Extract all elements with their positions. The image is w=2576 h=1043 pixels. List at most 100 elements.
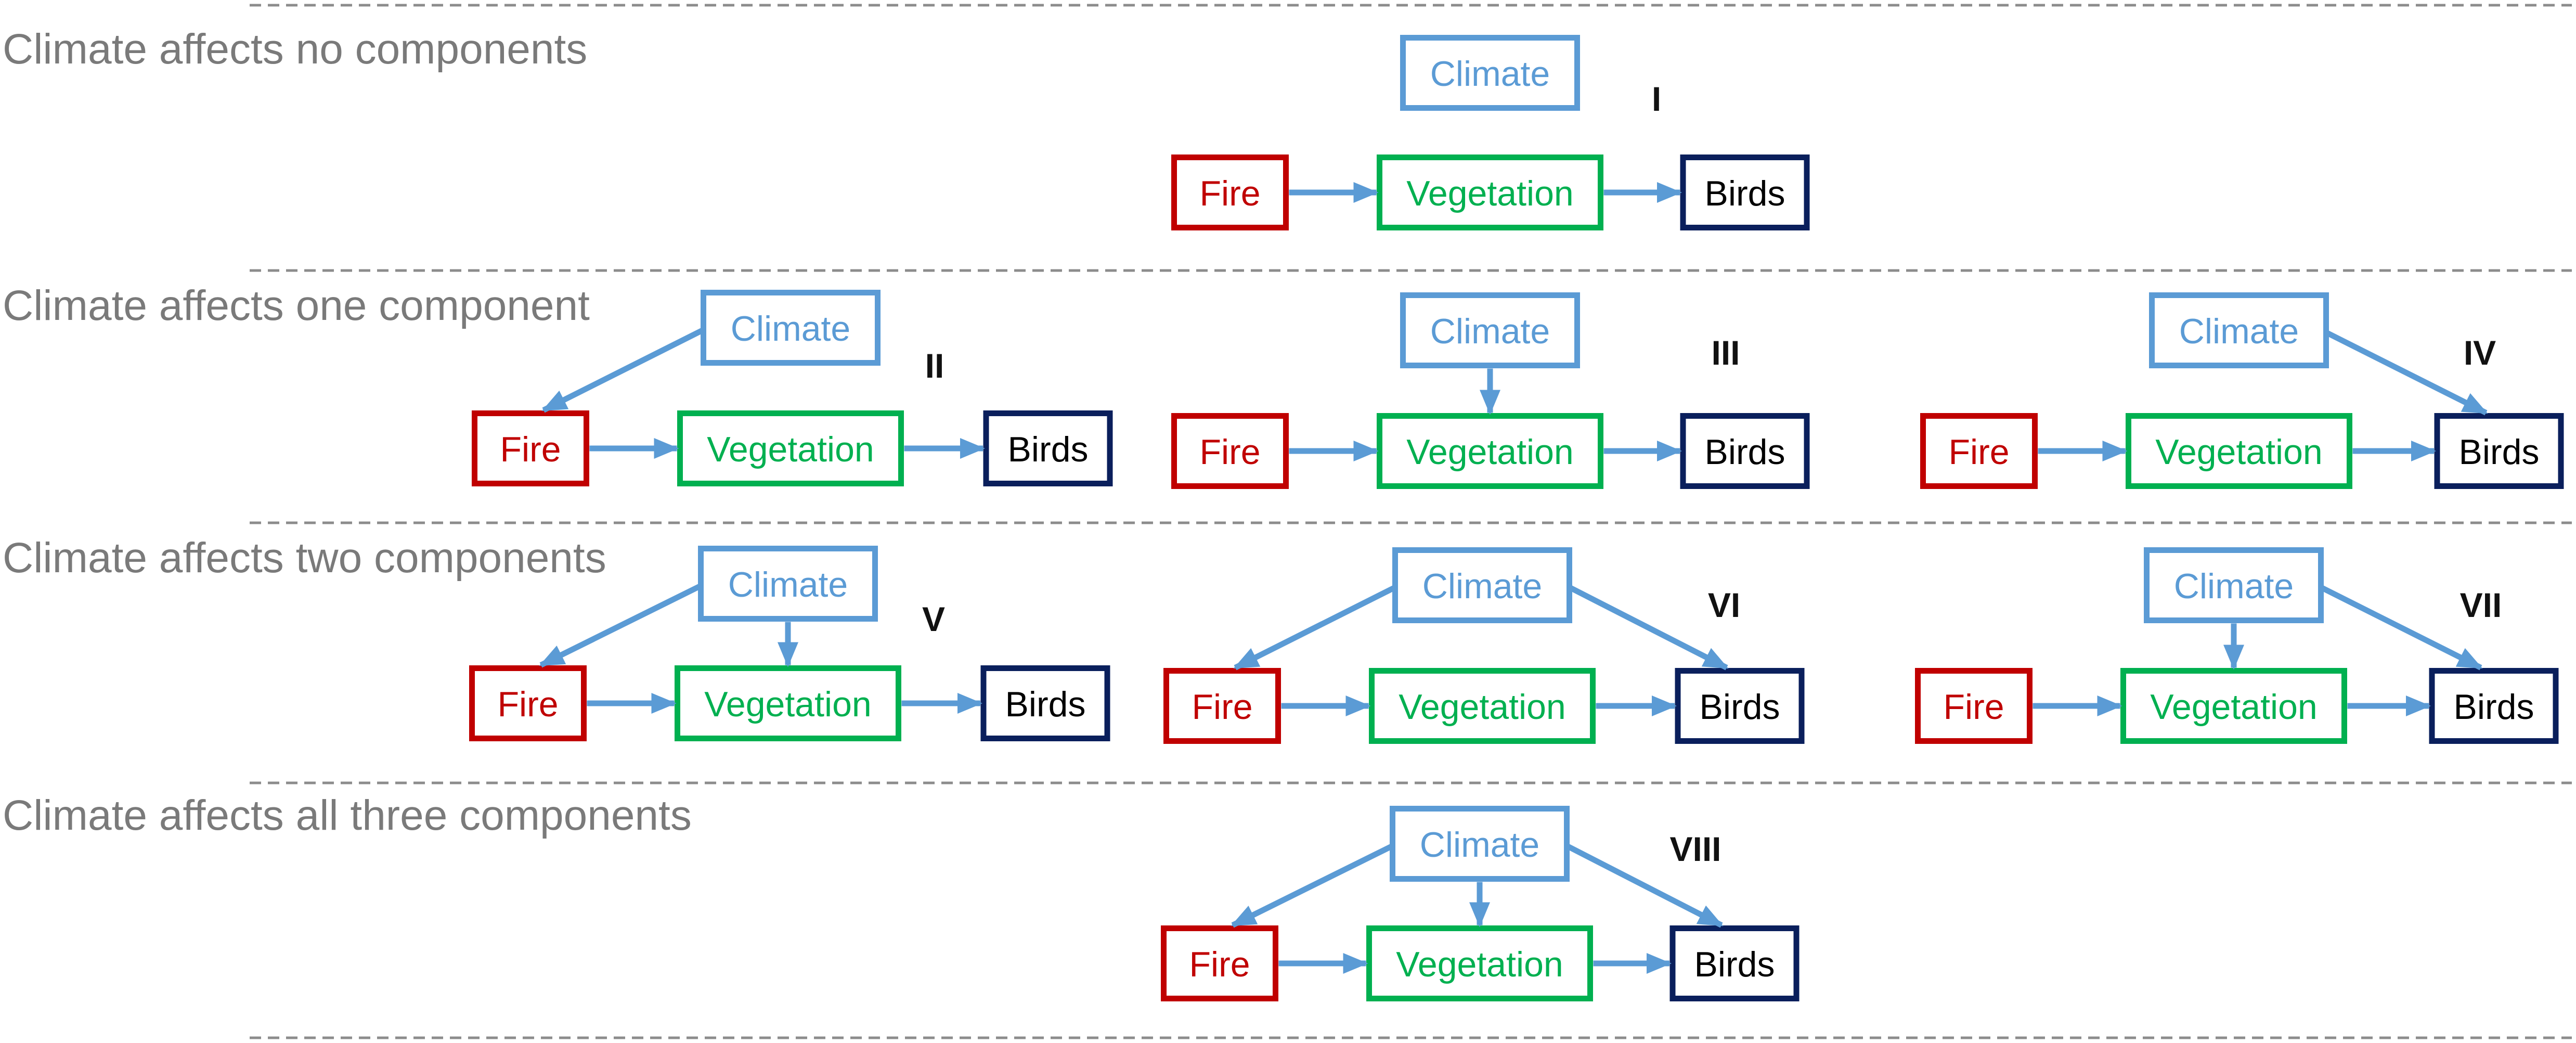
node-birds-i: Birds: [1680, 154, 1810, 230]
node-climate-label: Climate: [1430, 54, 1550, 94]
section-title-none: Climate affects no components: [3, 25, 587, 73]
node-fire-label: Fire: [500, 430, 561, 469]
node-fire-ii: Fire: [472, 410, 589, 486]
node-climate-viii: Climate: [1390, 806, 1570, 882]
node-climate-box: [698, 546, 878, 622]
diagram-label-iii: III: [1711, 333, 1740, 372]
node-vegetation-vi: Vegetation: [1369, 668, 1596, 744]
node-fire-viii: Fire: [1161, 925, 1278, 1001]
node-fire-label: Fire: [1943, 687, 2004, 727]
node-fire-box: [1163, 668, 1281, 744]
section-title-three: Climate affects all three components: [3, 792, 692, 839]
edge-climate-to-fire: [1233, 585, 1395, 671]
node-birds-iii: Birds: [1680, 413, 1810, 489]
node-birds-box: [1680, 154, 1810, 230]
node-birds-box: [1675, 668, 1805, 744]
node-vegetation-iii: Vegetation: [1377, 413, 1603, 489]
node-birds-box: [1669, 925, 1800, 1001]
node-birds-box: [1680, 413, 1810, 489]
node-fire-iv: Fire: [1920, 413, 2038, 489]
node-vegetation-viii: Vegetation: [1366, 925, 1593, 1001]
diagram-label-i: I: [1652, 80, 1661, 118]
node-fire-box: [472, 410, 589, 486]
node-climate-box: [2144, 547, 2324, 623]
node-fire-label: Fire: [497, 685, 558, 724]
node-vegetation-box: [1377, 413, 1603, 489]
node-climate-v: Climate: [698, 546, 878, 622]
node-birds-box: [983, 410, 1113, 486]
node-fire-v: Fire: [469, 665, 587, 741]
node-climate-box: [701, 290, 881, 366]
node-birds-label: Birds: [1700, 687, 1780, 727]
node-birds-iv: Birds: [2434, 413, 2564, 489]
node-birds-v: Birds: [980, 665, 1110, 741]
node-fire-label: Fire: [1189, 945, 1250, 984]
node-fire-i: Fire: [1171, 154, 1289, 230]
node-vegetation-label: Vegetation: [707, 430, 874, 469]
node-climate-vii: Climate: [2144, 547, 2324, 623]
node-climate-label: Climate: [731, 309, 851, 349]
node-vegetation-label: Vegetation: [1406, 432, 1573, 472]
edge-climate-to-fire: [1231, 844, 1393, 928]
node-birds-vi: Birds: [1675, 668, 1805, 744]
node-fire-label: Fire: [1192, 687, 1252, 727]
node-climate-label: Climate: [2179, 312, 2299, 351]
section-title-two: Climate affects two components: [3, 534, 606, 582]
node-birds-vii: Birds: [2429, 668, 2559, 744]
diagram-label-iv: IV: [2464, 333, 2496, 372]
edge-climate-to-birds: [1566, 844, 1724, 928]
node-climate-box: [1390, 806, 1570, 882]
node-birds-label: Birds: [2454, 687, 2534, 727]
node-climate-vi: Climate: [1392, 547, 1572, 623]
node-birds-viii: Birds: [1669, 925, 1800, 1001]
node-birds-ii: Birds: [983, 410, 1113, 486]
node-birds-label: Birds: [1705, 432, 1785, 472]
node-climate-label: Climate: [1430, 312, 1550, 351]
node-climate-box: [1400, 35, 1580, 111]
node-vegetation-vii: Vegetation: [2120, 668, 2347, 744]
node-climate-label: Climate: [1420, 825, 1540, 865]
edge-climate-to-birds: [2326, 330, 2488, 416]
node-birds-label: Birds: [1008, 430, 1089, 469]
node-birds-label: Birds: [2459, 432, 2540, 472]
node-vegetation-v: Vegetation: [675, 665, 901, 741]
node-vegetation-box: [2120, 668, 2347, 744]
node-vegetation-label: Vegetation: [704, 685, 871, 724]
node-vegetation-box: [1369, 668, 1596, 744]
diagram-label-vii: VII: [2460, 586, 2502, 624]
node-fire-box: [1161, 925, 1278, 1001]
node-climate-label: Climate: [728, 565, 848, 604]
node-fire-vi: Fire: [1163, 668, 1281, 744]
edge-climate-to-fire: [541, 328, 704, 413]
node-vegetation-box: [1377, 154, 1603, 230]
node-vegetation-box: [677, 410, 904, 486]
node-vegetation-ii: Vegetation: [677, 410, 904, 486]
node-fire-box: [1920, 413, 2038, 489]
node-birds-label: Birds: [1005, 685, 1086, 724]
node-birds-label: Birds: [1705, 174, 1785, 213]
node-climate-box: [1400, 292, 1580, 368]
node-fire-iii: Fire: [1171, 413, 1289, 489]
edge-climate-to-birds: [1569, 585, 1729, 671]
node-climate-ii: Climate: [701, 290, 881, 366]
node-climate-box: [2149, 292, 2329, 368]
diagram-label-vi: VI: [1708, 586, 1740, 624]
node-climate-label: Climate: [1422, 566, 1543, 606]
node-birds-box: [2434, 413, 2564, 489]
edge-climate-to-birds: [2321, 585, 2483, 671]
node-climate-iii: Climate: [1400, 292, 1580, 368]
node-fire-box: [469, 665, 587, 741]
node-vegetation-label: Vegetation: [2150, 687, 2317, 727]
node-climate-label: Climate: [2174, 566, 2294, 606]
diagram-label-viii: VIII: [1669, 830, 1721, 868]
node-vegetation-label: Vegetation: [1406, 174, 1573, 213]
diagram-label-ii: II: [925, 346, 944, 385]
